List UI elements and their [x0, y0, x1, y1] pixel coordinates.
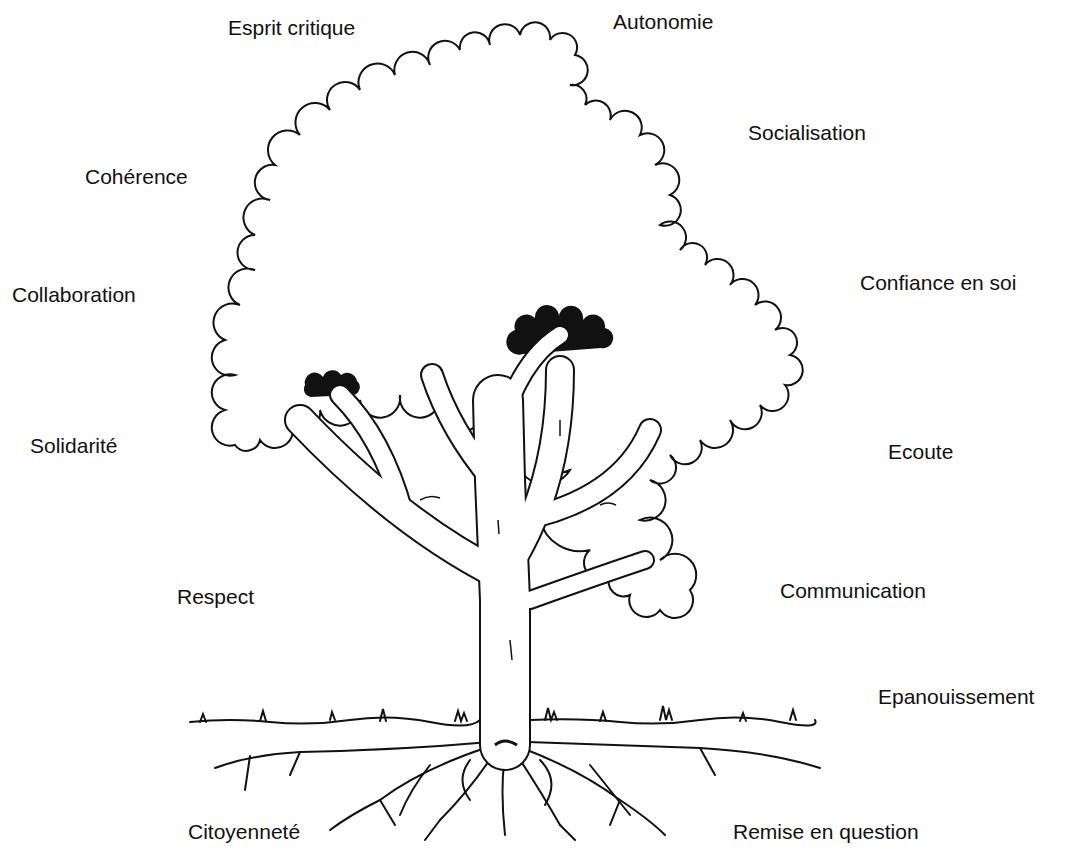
value-label: Ecoute — [888, 440, 953, 464]
value-label: Solidarité — [30, 434, 118, 458]
value-label: Socialisation — [748, 121, 866, 145]
value-label: Collaboration — [12, 283, 136, 307]
value-label: Autonomie — [613, 10, 713, 34]
value-label: Esprit critique — [228, 16, 355, 40]
value-label: Confiance en soi — [860, 271, 1016, 295]
tree-trunk-fill — [300, 335, 650, 745]
value-label: Remise en question — [733, 820, 919, 844]
value-label: Communication — [780, 579, 926, 603]
value-label: Respect — [177, 585, 254, 609]
value-label: Citoyenneté — [188, 820, 300, 844]
value-label: Cohérence — [85, 165, 188, 189]
value-label: Epanouissement — [878, 685, 1034, 709]
tree-trunk — [300, 335, 650, 745]
bark-marks — [420, 420, 616, 745]
